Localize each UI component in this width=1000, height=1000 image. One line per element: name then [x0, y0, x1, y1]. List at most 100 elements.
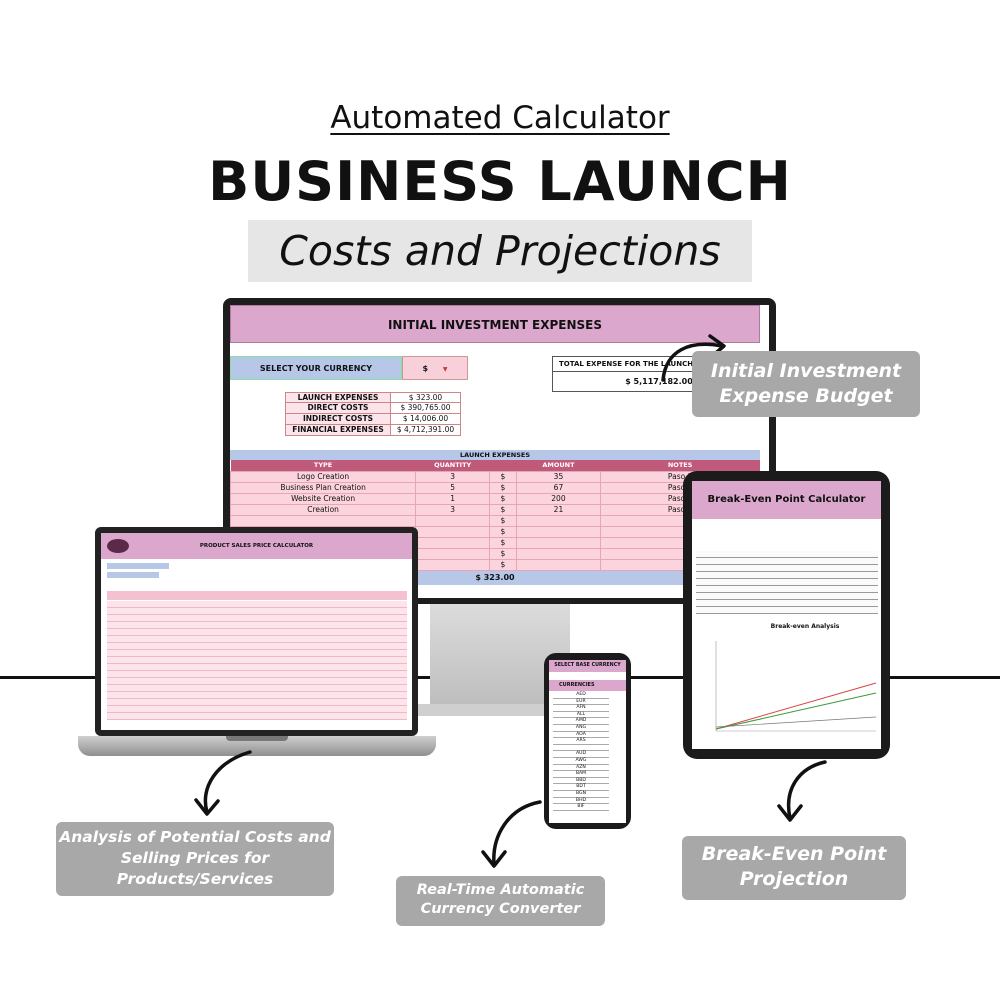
currency-item[interactable]: BAM	[553, 771, 609, 778]
currency-item[interactable]	[553, 745, 609, 752]
currency-item[interactable]: ANG	[553, 725, 609, 732]
col-header	[489, 460, 517, 471]
phone-title: SELECT BASE CURRENCY	[549, 660, 626, 672]
table-row	[696, 565, 878, 572]
col-header: NOTES	[600, 460, 760, 471]
summary-label: LAUNCH EXPENSES	[297, 393, 379, 402]
total-expense-value: $ 5,117,182.00	[625, 377, 693, 386]
currency-item[interactable]: AOA	[553, 732, 609, 739]
summary-row: LAUNCH EXPENSES $ 323.00	[285, 392, 461, 403]
currencies-header: CURRENCIES	[549, 680, 626, 691]
currency-item[interactable]: BBD	[553, 778, 609, 785]
currency-item[interactable]: AFN	[553, 705, 609, 712]
callout-products: Analysis of Potential Costs and Selling …	[56, 822, 334, 896]
summary-row: FINANCIAL EXPENSES $ 4,712,391.00	[285, 425, 461, 436]
laptop-screen: PRODUCT SALES PRICE CALCULATOR	[101, 533, 412, 730]
table-row	[107, 636, 407, 643]
breakeven-sheet-title: Break-Even Point Calculator	[692, 481, 881, 519]
table-row	[696, 579, 878, 586]
currency-item[interactable]: BGN	[553, 791, 609, 798]
currency-item[interactable]: AUD	[553, 751, 609, 758]
tablet-screen: Break-Even Point Calculator Break-even A…	[692, 481, 881, 749]
brand-logo-icon	[107, 539, 129, 553]
table-row	[107, 664, 407, 671]
chevron-down-icon: ▼	[442, 366, 448, 373]
currency-item[interactable]: BDT	[553, 784, 609, 791]
summary-row: INDIRECT COSTS $ 14,006.00	[285, 414, 461, 425]
arrow-breakeven	[786, 760, 827, 820]
col-header: TYPE	[230, 460, 416, 471]
currency-item[interactable]: BIF	[553, 804, 609, 811]
currency-item[interactable]: EUR	[553, 699, 609, 706]
summary-label: DIRECT COSTS	[307, 403, 369, 412]
currency-item[interactable]: AMD	[553, 718, 609, 725]
laptop-base	[78, 736, 436, 756]
page-subtitle: Costs and Projections	[248, 220, 752, 282]
summary-value: $ 14,006.00	[390, 414, 460, 424]
table-row	[107, 643, 407, 650]
page-title: BUSINESS LAUNCH	[208, 150, 792, 213]
table-row	[107, 678, 407, 685]
table-row	[107, 629, 407, 636]
breakeven-rows	[696, 551, 878, 614]
product-rows	[107, 591, 407, 720]
launch-expenses-title: LAUNCH EXPENSES	[230, 450, 760, 460]
table-row	[107, 650, 407, 657]
currency-value: $	[422, 364, 429, 373]
table-row	[107, 699, 407, 706]
summary-value: $ 323.00	[390, 393, 460, 402]
breakeven-chart	[715, 641, 877, 732]
table-row	[696, 607, 878, 614]
table-row	[107, 601, 407, 608]
table-row	[696, 572, 878, 579]
callout-converter: Real-Time Automatic Currency Converter	[396, 876, 605, 926]
table-row	[107, 657, 407, 664]
arrow-converter	[492, 800, 542, 866]
table-header-row	[107, 591, 407, 600]
currency-label: SELECT YOUR CURRENCY	[230, 356, 402, 380]
table-row	[107, 622, 407, 629]
table-row	[696, 593, 878, 600]
table-row	[696, 558, 878, 565]
callout-breakeven: Break-Even Point Projection	[682, 836, 906, 900]
summary-value: $ 390,765.00	[390, 403, 460, 413]
total-expense-label: TOTAL EXPENSE FOR THE LAUNCH O	[553, 357, 765, 372]
currency-item[interactable]: BHD	[553, 798, 609, 805]
table-cell-cur: $	[489, 492, 517, 505]
table-row	[107, 692, 407, 699]
summary-value: $ 4,712,391.00	[390, 425, 460, 435]
product-sheet-title: PRODUCT SALES PRICE CALCULATOR	[101, 533, 412, 559]
table-row	[696, 600, 878, 607]
laptop-input-bar	[107, 563, 169, 569]
table-cell-cur: $	[489, 558, 517, 571]
summary-row: DIRECT COSTS $ 390,765.00	[285, 403, 461, 414]
breakeven-chart-title: Break-even Analysis	[770, 623, 840, 630]
table-row	[696, 551, 878, 558]
arrow-investment	[661, 342, 724, 382]
summary-label: INDIRECT COSTS	[302, 414, 373, 423]
summary-label: FINANCIAL EXPENSES	[292, 425, 384, 434]
callout-investment: Initial Investment Expense Budget	[692, 351, 920, 417]
currency-item[interactable]: ARS	[553, 738, 609, 745]
currency-item[interactable]: AED	[553, 692, 609, 699]
currency-select[interactable]: $ ▼	[402, 356, 468, 380]
investment-sheet-title: INITIAL INVESTMENT EXPENSES	[230, 305, 760, 343]
laptop-notch	[226, 736, 288, 741]
laptop-input-bar	[107, 572, 159, 578]
table-cell-amount: 35	[515, 470, 602, 483]
arrow-products	[203, 750, 252, 814]
currency-item[interactable]: AZN	[553, 765, 609, 772]
table-row	[696, 586, 878, 593]
table-row	[107, 706, 407, 713]
col-header: AMOUNT	[516, 460, 601, 471]
table-row	[107, 713, 407, 720]
table-row	[107, 608, 407, 615]
table-row	[107, 671, 407, 678]
kicker-text: Automated Calculator	[330, 100, 670, 136]
currency-item[interactable]: ALL	[553, 712, 609, 719]
currency-item[interactable]: AWG	[553, 758, 609, 765]
